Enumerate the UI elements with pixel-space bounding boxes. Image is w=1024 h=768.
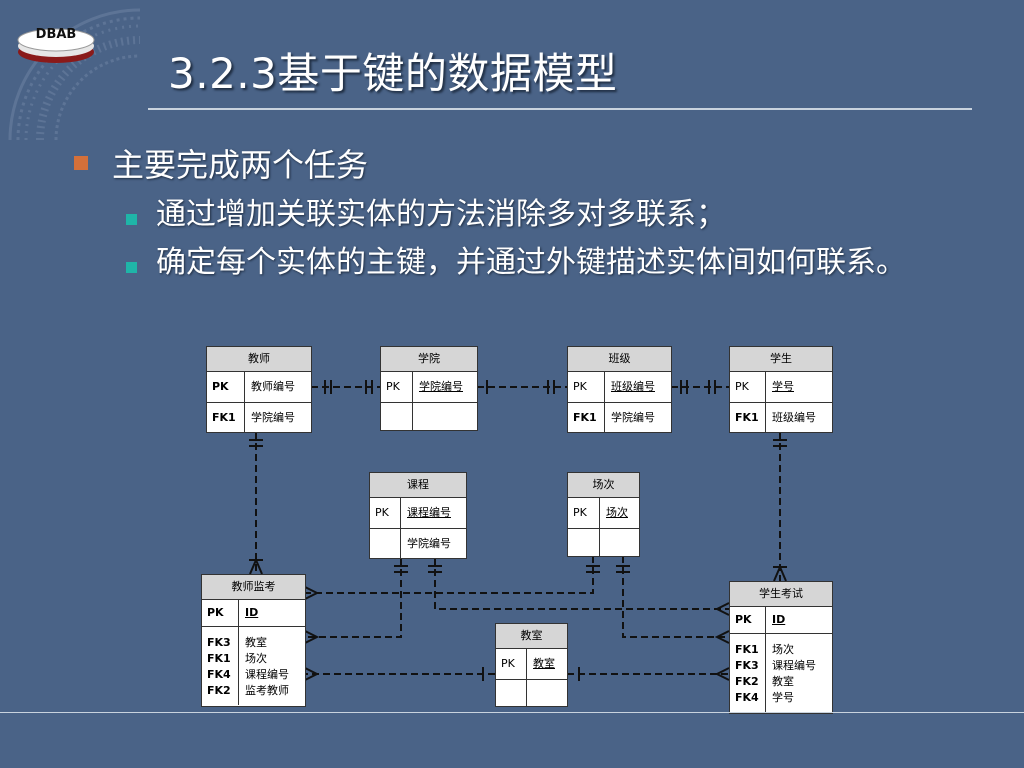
fk-fields: 教室 场次 课程编号 监考教师 (239, 627, 289, 705)
pk-field: 课程编号 (407, 506, 451, 519)
fk-label: FK1 (730, 403, 766, 432)
fk-labels: FK1 FK3 FK2 FK4 (730, 634, 766, 712)
fk-row: FK1 学院编号 (568, 403, 671, 432)
attr-row: 学院编号 (370, 529, 466, 558)
entity-name: 课程 (370, 473, 466, 498)
fk-labels: FK3 FK1 FK4 FK2 (202, 627, 239, 705)
empty-key-cell (496, 680, 527, 706)
entity-name: 教师 (207, 347, 311, 372)
entity-session: 场次 PK 场次 (567, 472, 640, 557)
sub-bullet-text-1: 通过增加关联实体的方法消除多对多联系； (156, 197, 726, 232)
fk-field: 班级编号 (772, 411, 816, 424)
fk-label: FK1 (568, 403, 605, 432)
fk-field: 课程编号 (772, 659, 816, 672)
bullet-square-icon (74, 156, 88, 170)
empty-row (568, 529, 639, 556)
pk-field: 学号 (772, 380, 794, 393)
sub-bullet-square-icon (126, 214, 137, 225)
main-bullet-text: 主要完成两个任务 (112, 146, 369, 184)
entity-teacher: 教师 PK 教师编号 FK1 学院编号 (206, 346, 312, 433)
pk-field: 学院编号 (419, 380, 463, 393)
fk-field: 课程编号 (245, 668, 289, 681)
pk-label: PK (370, 498, 401, 528)
entity-name: 教室 (496, 624, 567, 649)
entity-course: 课程 PK 课程编号 学院编号 (369, 472, 467, 559)
entity-exam: 学生考试 PK ID FK1 FK3 FK2 FK4 场次 课程编号 教室 学号 (729, 581, 833, 714)
fk-row: FK1 学院编号 (207, 403, 311, 432)
dbab-logo-icon (17, 28, 95, 63)
pk-label: PK (730, 607, 766, 633)
pk-row: PK ID (202, 600, 305, 627)
pk-row: PK 班级编号 (568, 372, 671, 403)
entity-name: 教师监考 (202, 575, 305, 600)
attr-field: 学院编号 (407, 537, 451, 550)
entity-student: 学生 PK 学号 FK1 班级编号 (729, 346, 833, 433)
fk-field: 学院编号 (611, 411, 655, 424)
fk-label: FK4 (207, 668, 231, 681)
pk-label: PK (730, 372, 766, 402)
empty-row (381, 403, 477, 430)
fk-field: 场次 (245, 652, 267, 665)
entity-name: 班级 (568, 347, 671, 372)
entity-name: 学院 (381, 347, 477, 372)
fk-field: 监考教师 (245, 684, 289, 697)
entity-class: 班级 PK 班级编号 FK1 学院编号 (567, 346, 672, 433)
entity-name: 学生 (730, 347, 832, 372)
pk-row: PK 学院编号 (381, 372, 477, 403)
pk-label: PK (202, 600, 239, 626)
entity-room: 教室 PK 教室 (495, 623, 568, 707)
fk-label: FK3 (207, 636, 231, 649)
pk-row: PK ID (730, 607, 832, 634)
pk-label: PK (207, 372, 245, 402)
fk-field: 学院编号 (251, 411, 295, 424)
sub-bullet-square-icon (126, 262, 137, 273)
fk-field: 教室 (772, 675, 794, 688)
fk-label: FK3 (735, 659, 759, 672)
pk-field: ID (772, 613, 786, 626)
fk-field: 教室 (245, 636, 267, 649)
pk-label: PK (568, 372, 605, 402)
entity-proctor: 教师监考 PK ID FK3 FK1 FK4 FK2 教室 场次 课程编号 监考… (201, 574, 306, 707)
fk-rows: FK1 FK3 FK2 FK4 场次 课程编号 教室 学号 (730, 634, 832, 712)
fk-label: FK4 (735, 691, 759, 704)
sub-bullet-text-2: 确定每个实体的主键，并通过外键描述实体间如何联系。 (156, 245, 906, 280)
empty-row (496, 680, 567, 706)
bottom-divider (0, 712, 1024, 713)
fk-row: FK1 班级编号 (730, 403, 832, 432)
logo-text: DBAB (35, 27, 77, 42)
fk-label: FK1 (735, 643, 759, 656)
fk-rows: FK3 FK1 FK4 FK2 教室 场次 课程编号 监考教师 (202, 627, 305, 705)
pk-row: PK 场次 (568, 498, 639, 529)
title-divider (148, 108, 972, 110)
empty-key-cell (370, 529, 401, 558)
fk-fields: 场次 课程编号 教室 学号 (766, 634, 816, 712)
pk-field: 场次 (606, 506, 628, 519)
empty-key-cell (381, 403, 413, 430)
pk-field: 班级编号 (611, 380, 655, 393)
entity-name: 场次 (568, 473, 639, 498)
pk-row: PK 教室 (496, 649, 567, 680)
entity-name: 学生考试 (730, 582, 832, 607)
slide-title: 3.2.3基于键的数据模型 (168, 49, 618, 98)
fk-label: FK1 (207, 652, 231, 665)
pk-field: 教师编号 (251, 380, 295, 393)
pk-field: 教室 (533, 657, 555, 670)
pk-field: ID (245, 606, 259, 619)
fk-label: FK2 (207, 684, 231, 697)
pk-label: PK (568, 498, 600, 528)
fk-field: 场次 (772, 643, 794, 656)
entity-college: 学院 PK 学院编号 (380, 346, 478, 431)
pk-row: PK 教师编号 (207, 372, 311, 403)
fk-label: FK2 (735, 675, 759, 688)
pk-label: PK (496, 649, 527, 679)
empty-key-cell (568, 529, 600, 556)
fk-label: FK1 (207, 403, 245, 432)
pk-row: PK 学号 (730, 372, 832, 403)
fk-field: 学号 (772, 691, 794, 704)
pk-row: PK 课程编号 (370, 498, 466, 529)
pk-label: PK (381, 372, 413, 402)
